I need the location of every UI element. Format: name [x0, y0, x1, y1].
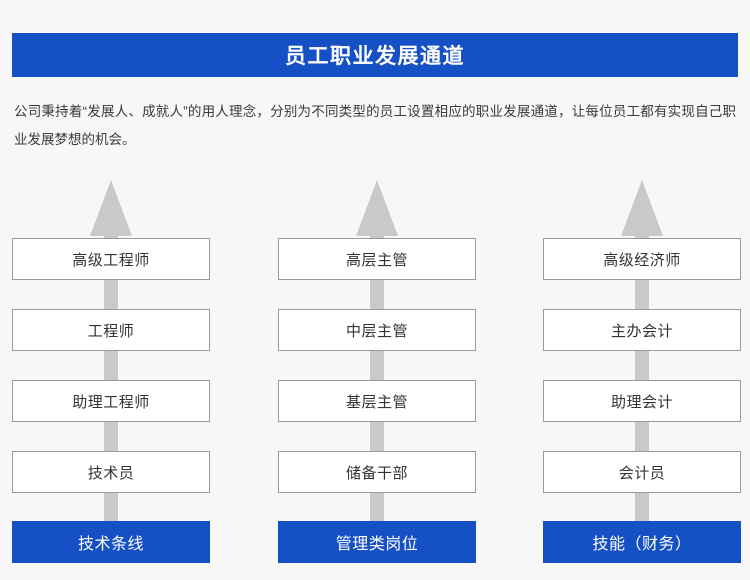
up-arrow-icon: [89, 178, 133, 550]
career-path-column-technical: 高级工程师 工程师 助理工程师 技术员 技术条线: [12, 178, 210, 568]
career-stage-label: 工程师: [87, 322, 135, 340]
career-stage-label: 技术员: [87, 464, 135, 482]
career-path-column-skill-finance: 高级经济师 主办会计 助理会计 会计员 技能（财务）: [543, 178, 741, 568]
up-arrow-icon: [355, 178, 399, 550]
career-stage-label: 高级工程师: [72, 251, 150, 269]
career-stage-label: 基层主管: [345, 393, 408, 411]
page-title: 员工职业发展通道: [285, 45, 465, 68]
career-stage-box[interactable]: 助理工程师: [12, 380, 210, 422]
career-stage-box[interactable]: 高级工程师: [12, 238, 210, 280]
career-stage-box[interactable]: 技术员: [12, 451, 210, 493]
career-path-column-management: 高层主管 中层主管 基层主管 储备干部 管理类岗位: [278, 178, 476, 568]
career-stage-label: 储备干部: [345, 464, 408, 482]
career-stage-label: 主办会计: [610, 322, 673, 340]
career-track-base-bar[interactable]: 技能（财务）: [543, 521, 741, 563]
career-stage-box[interactable]: 会计员: [543, 451, 741, 493]
career-stage-box[interactable]: 储备干部: [278, 451, 476, 493]
career-track-base-bar[interactable]: 管理类岗位: [278, 521, 476, 563]
career-track-label: 技能（财务）: [592, 536, 692, 553]
career-stage-box[interactable]: 基层主管: [278, 380, 476, 422]
career-stage-label: 会计员: [618, 464, 666, 482]
career-stage-box[interactable]: 助理会计: [543, 380, 741, 422]
intro-paragraph: 公司秉持着“发展人、成就人”的用人理念，分别为不同类型的员工设置相应的职业发展通…: [14, 104, 736, 147]
career-stage-box[interactable]: 高级经济师: [543, 238, 741, 280]
career-track-label: 管理类岗位: [335, 536, 419, 553]
career-stage-label: 中层主管: [345, 322, 408, 340]
career-stage-label: 助理工程师: [72, 393, 150, 411]
career-stage-box[interactable]: 中层主管: [278, 309, 476, 351]
career-track-label: 技术条线: [77, 536, 144, 553]
career-stage-box[interactable]: 高层主管: [278, 238, 476, 280]
page-header-banner: 员工职业发展通道: [12, 33, 738, 77]
career-stage-label: 高层主管: [345, 251, 408, 269]
career-track-base-bar[interactable]: 技术条线: [12, 521, 210, 563]
career-stage-label: 助理会计: [610, 393, 673, 411]
up-arrow-icon: [620, 178, 664, 550]
career-stage-box[interactable]: 工程师: [12, 309, 210, 351]
career-stage-label: 高级经济师: [603, 251, 681, 269]
career-stage-box[interactable]: 主办会计: [543, 309, 741, 351]
